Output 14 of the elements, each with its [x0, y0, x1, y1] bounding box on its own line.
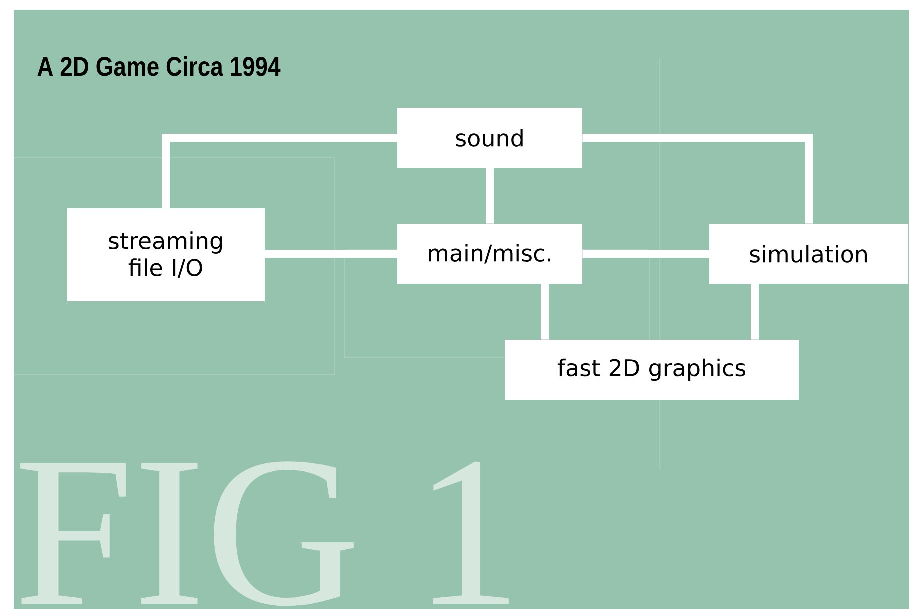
fig-number: FIG 1 [20, 462, 509, 606]
connector-line [541, 284, 549, 340]
process-box: streaming file I/O [67, 208, 265, 302]
process-box: simulation [710, 224, 908, 284]
connector-line [582, 250, 710, 258]
connector-line [486, 168, 494, 224]
connector-line [751, 284, 759, 340]
process-box: fast 2D graphics [505, 340, 799, 400]
process-box: sound [398, 108, 582, 168]
process-box: main/misc. [398, 224, 582, 284]
title: A 2D Game Circa 1994 [38, 56, 281, 76]
connector-line [582, 134, 813, 224]
connector-line [265, 250, 398, 258]
connector-line [162, 134, 398, 208]
